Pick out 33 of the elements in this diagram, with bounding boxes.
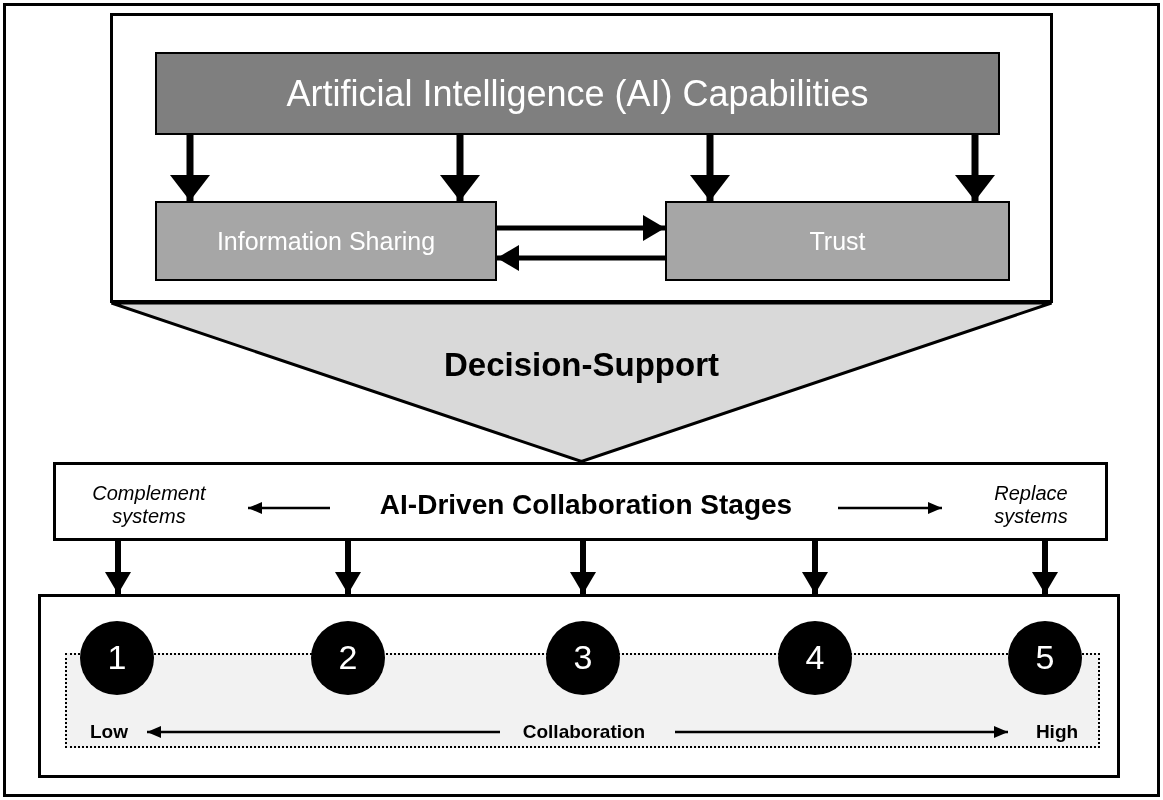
section-heading: AI-Driven Collaboration Stages xyxy=(378,487,794,522)
arrow xyxy=(690,135,730,201)
arrow xyxy=(497,245,665,271)
arrow xyxy=(570,541,596,594)
stage-number: 1 xyxy=(106,637,128,679)
stage-panel xyxy=(53,462,1108,541)
arrow xyxy=(497,215,665,241)
stage-end-label: Replace systems xyxy=(993,481,1069,529)
box-label: Artificial Intelligence (AI) Capabilities xyxy=(285,71,870,116)
container-box xyxy=(38,594,1120,778)
arrow xyxy=(1032,541,1058,594)
scale-label: High xyxy=(1034,720,1080,745)
process-box xyxy=(665,201,1010,281)
stage-number: 5 xyxy=(1034,637,1056,679)
box-label: Information Sharing xyxy=(215,225,437,257)
stage-end-label: Complement systems xyxy=(91,481,207,529)
process-box xyxy=(155,201,497,281)
scale-label: Low xyxy=(89,720,129,745)
arrow xyxy=(802,541,828,594)
funnel-shape xyxy=(110,303,1053,463)
scale-label: Collaboration xyxy=(521,720,647,745)
arrow xyxy=(335,541,361,594)
arrow xyxy=(170,135,210,201)
arrow xyxy=(955,135,995,201)
container-box xyxy=(110,13,1053,303)
diagram-heading: Decision-Support xyxy=(443,345,720,386)
arrow xyxy=(440,135,480,201)
stage-number: 2 xyxy=(337,637,359,679)
capability-box xyxy=(155,52,1000,135)
stage-number: 4 xyxy=(804,637,826,679)
arrow xyxy=(105,541,131,594)
box-label: Trust xyxy=(808,225,867,257)
stage-number: 3 xyxy=(572,637,594,679)
